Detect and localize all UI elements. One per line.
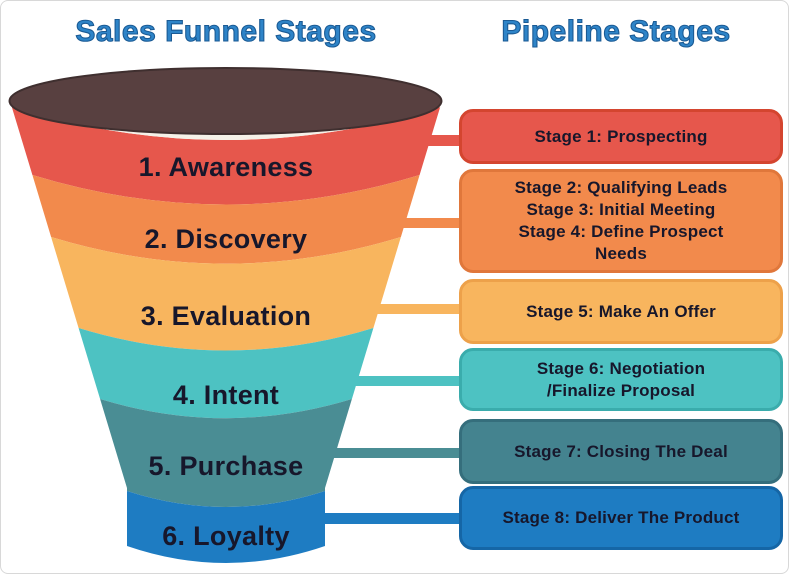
pipeline-stage-text: Stage 3: Initial Meeting (526, 200, 716, 219)
funnel-stage-loyalty-band (127, 491, 325, 563)
pipeline-stage-text: Stage 8: Deliver The Product (502, 508, 740, 527)
funnel-stage-awareness-band (11, 107, 441, 205)
pipeline-stage-text: Stage 4: Define Prospect Needs (518, 222, 724, 263)
funnel-stage-intent-band (78, 328, 374, 419)
pipeline-stage-box-3: Stage 5: Make An Offer (459, 279, 783, 344)
funnel-opening (8, 67, 443, 135)
pipeline-stage-text: Stage 6: Negotiation (536, 358, 706, 378)
connector-loyalty (319, 513, 466, 524)
pipeline-stage-box-1: Stage 1: Prospecting (459, 109, 783, 164)
pipeline-stage-text: Stage 5: Make An Offer (526, 301, 716, 321)
right-column-title: Pipeline Stages (501, 14, 731, 48)
pipeline-stage-box-6: Stage 8: Deliver The Product (459, 486, 783, 550)
connector-evaluation (375, 304, 466, 314)
pipeline-stage-text: /Finalize Proposal (546, 380, 696, 400)
funnel-stage-purchase-band (100, 399, 352, 507)
left-column-title: Sales Funnel Stages (75, 14, 377, 48)
pipeline-stage-box-5: Stage 7: Closing The Deal (459, 419, 783, 484)
pipeline-stage-text: Stage 7: Closing The Deal (514, 441, 728, 461)
pipeline-stage-box-2: Stage 2: Qualifying Leads Stage 3: Initi… (459, 169, 783, 273)
connector-discovery (401, 218, 466, 228)
connector-purchase (330, 448, 466, 458)
connector-awareness (422, 135, 466, 146)
pipeline-stage-box-4: Stage 6: Negotiation /Finalize Proposal (459, 348, 783, 411)
pipeline-stage-text: Stage 2: Qualifying Leads (514, 178, 728, 197)
funnel-stage-evaluation-band (51, 237, 401, 351)
pipeline-stage-text: Stage 1: Prospecting (534, 126, 708, 146)
connector-intent (352, 376, 466, 386)
funnel-stage-discovery-band (32, 175, 420, 264)
